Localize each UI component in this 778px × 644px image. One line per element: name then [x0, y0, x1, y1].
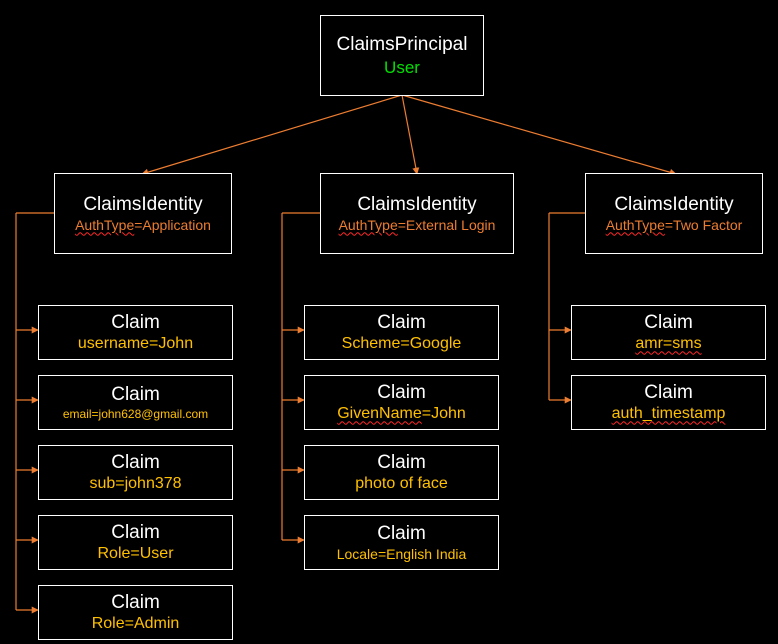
claim-box: Claim amr=sms	[571, 305, 766, 360]
claim-value: GivenName=John	[337, 404, 466, 424]
claims-identity-external-login-box: ClaimsIdentity AuthType=External Login	[320, 173, 514, 254]
claim-value: auth_timestamp	[611, 405, 726, 423]
claim-box: Claim photo of face	[304, 445, 499, 500]
auth-type-value: =Application	[134, 216, 211, 233]
claim-value: email=john628@gmail.com	[62, 406, 209, 421]
arrow-principal-to-identity-3	[401, 94, 677, 176]
auth-type-value: =External Login	[397, 216, 496, 233]
claim-title: Claim	[111, 384, 160, 406]
claim-box: Claim GivenName=John	[304, 375, 499, 430]
claim-title: Claim	[377, 311, 426, 333]
claim-title: Claim	[644, 311, 693, 333]
claim-title: Claim	[111, 521, 160, 543]
claim-box: Claim Role=User	[38, 515, 233, 570]
claim-value-key: GivenName	[337, 405, 422, 423]
claim-title: Claim	[111, 591, 160, 613]
claim-box: Claim Locale=English India	[304, 515, 499, 570]
claims-identity-application-box: ClaimsIdentity AuthType=Application	[54, 173, 232, 254]
claim-box: Claim username=John	[38, 305, 233, 360]
identity-auth-type: AuthType=Application	[75, 217, 211, 235]
arrow-principal-to-identity-2	[401, 94, 420, 175]
claim-value: Scheme=Google	[341, 335, 462, 353]
arrow-principal-to-identity-1	[141, 94, 403, 176]
claim-value: username=John	[77, 335, 194, 353]
claim-value: Role=Admin	[91, 615, 180, 633]
principal-subtitle: User	[384, 57, 420, 77]
claim-box: Claim Scheme=Google	[304, 305, 499, 360]
claims-principal-box: ClaimsPrincipal User	[320, 15, 484, 96]
principal-title: ClaimsPrincipal	[336, 34, 468, 55]
claim-value: Role=User	[97, 545, 174, 563]
claim-title: Claim	[111, 311, 160, 333]
identity-auth-type: AuthType=External Login	[339, 217, 496, 235]
identity-auth-type: AuthType=Two Factor	[606, 217, 743, 235]
auth-type-key: AuthType	[75, 216, 135, 233]
claim-value: Locale=English India	[336, 545, 467, 562]
identity-title: ClaimsIdentity	[614, 193, 734, 215]
claim-box: Claim Role=Admin	[38, 585, 233, 640]
claim-title: Claim	[644, 381, 693, 403]
claim-title: Claim	[111, 451, 160, 473]
claim-title: Claim	[377, 522, 426, 544]
claim-value: sub=john378	[89, 475, 182, 493]
identity-title: ClaimsIdentity	[83, 193, 203, 215]
identity-title: ClaimsIdentity	[357, 193, 477, 215]
claim-box: Claim auth_timestamp	[571, 375, 766, 430]
auth-type-key: AuthType	[338, 216, 398, 233]
claim-value-rest: =John	[421, 405, 466, 423]
auth-type-value: =Two Factor	[664, 216, 743, 233]
claim-value: photo of face	[355, 475, 448, 493]
claim-title: Claim	[377, 451, 426, 473]
claim-box: Claim sub=john378	[38, 445, 233, 500]
auth-type-key: AuthType	[605, 216, 665, 233]
claims-identity-two-factor-box: ClaimsIdentity AuthType=Two Factor	[585, 173, 763, 254]
claim-value: amr=sms	[635, 335, 702, 353]
claim-box: Claim email=john628@gmail.com	[38, 375, 233, 430]
claim-title: Claim	[377, 381, 426, 403]
